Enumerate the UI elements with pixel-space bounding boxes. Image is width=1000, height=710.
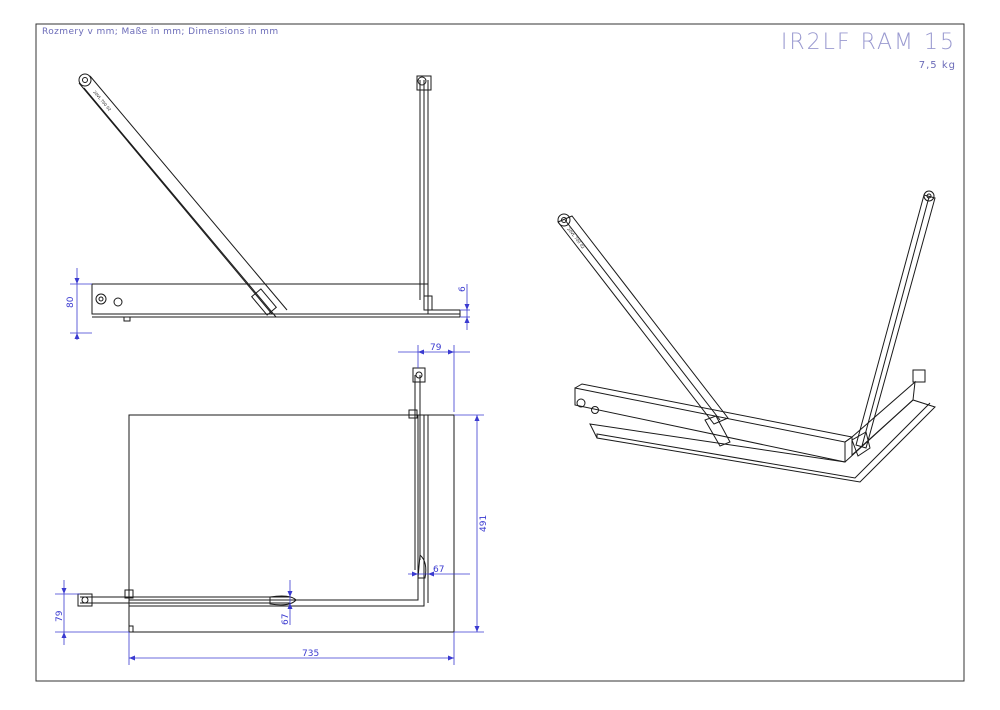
drawing-weight: 7,5 kg bbox=[918, 60, 956, 71]
side-hole-icon bbox=[113, 297, 123, 307]
top-vertical-arm bbox=[408, 367, 427, 579]
side-view: 20VL 700 02 bbox=[78, 73, 461, 322]
dim-top-width: 79 bbox=[430, 343, 442, 353]
iso-arm-right bbox=[851, 190, 936, 457]
iso-bottom-plate bbox=[589, 399, 936, 483]
units-note: Rozmery v mm; Maße in mm; Dimensions in … bbox=[42, 27, 279, 37]
iso-rail bbox=[574, 387, 846, 463]
dim-vertical-height: 491 bbox=[479, 515, 489, 532]
top-view bbox=[77, 367, 455, 633]
side-vertical-post bbox=[416, 75, 433, 311]
top-dimensions bbox=[55, 345, 484, 665]
dim-corner-bottom: 67 bbox=[281, 614, 291, 625]
dim-side-height: 80 bbox=[66, 296, 76, 308]
top-plate-outline bbox=[128, 414, 455, 633]
side-bolt-icon bbox=[95, 293, 107, 305]
dim-left-height: 79 bbox=[55, 610, 65, 622]
dim-side-plate: 6 bbox=[458, 286, 468, 292]
dim-total-length: 735 bbox=[302, 649, 319, 659]
drawing-title: IR2LF RAM 15 bbox=[780, 30, 956, 55]
side-diagonal-arm bbox=[78, 73, 288, 318]
iso-arm-left bbox=[557, 213, 731, 447]
top-horizontal-arm bbox=[77, 589, 297, 607]
dim-corner-right: 67 bbox=[433, 565, 444, 575]
drawing-frame bbox=[35, 23, 965, 682]
isometric-view: 20VL 700 02 bbox=[557, 190, 936, 483]
side-dimensions bbox=[70, 268, 470, 340]
